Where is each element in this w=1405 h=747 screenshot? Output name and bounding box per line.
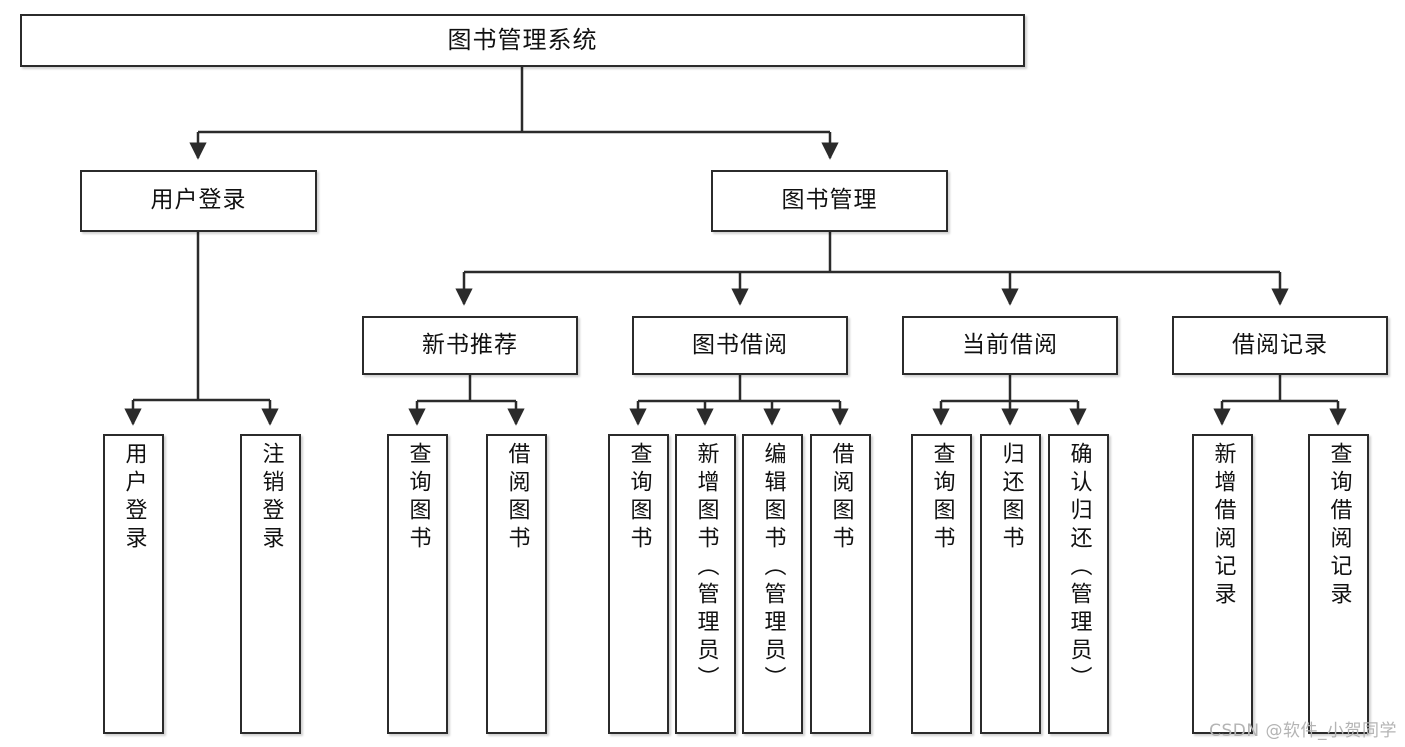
leaf-borrow-book-recommend[interactable]: 借阅图书 [486, 434, 547, 734]
leaf-query-book-recommend[interactable]: 查询图书 [387, 434, 448, 734]
leaf-confirm-return-admin[interactable]: 确认归还（管理员） [1048, 434, 1109, 734]
csdn-watermark: CSDN @软件_小贺同学 [1209, 721, 1397, 741]
node-label: 用户登录 [121, 442, 147, 554]
node-label: 归还图书 [998, 442, 1024, 554]
node-label: 当前借阅 [962, 331, 1058, 358]
node-label: 确认归还（管理员） [1066, 442, 1092, 694]
node-label: 新增借阅记录 [1210, 442, 1236, 610]
node-label: 注销登录 [258, 442, 284, 554]
leaf-query-book-current[interactable]: 查询图书 [911, 434, 972, 734]
node-new-book-recommend[interactable]: 新书推荐 [362, 316, 578, 375]
node-label: 用户登录 [150, 187, 247, 214]
leaf-logout-login[interactable]: 注销登录 [240, 434, 301, 734]
leaf-query-book-borrow[interactable]: 查询图书 [608, 434, 669, 734]
node-user-login[interactable]: 用户登录 [80, 170, 317, 232]
node-label: 图书管理系统 [447, 26, 598, 55]
node-label: 查询借阅记录 [1326, 442, 1352, 610]
node-label: 图书借阅 [692, 331, 788, 358]
leaf-borrow-book-borrow[interactable]: 借阅图书 [810, 434, 871, 734]
node-label: 查询图书 [405, 442, 431, 554]
node-borrow-record[interactable]: 借阅记录 [1172, 316, 1388, 375]
leaf-add-book-admin[interactable]: 新增图书（管理员） [675, 434, 736, 734]
node-book-manage[interactable]: 图书管理 [711, 170, 948, 232]
node-label: 借阅图书 [504, 442, 530, 554]
node-label: 借阅记录 [1232, 331, 1328, 358]
node-root-system[interactable]: 图书管理系统 [20, 14, 1025, 67]
node-label: 借阅图书 [828, 442, 854, 554]
leaf-edit-book-admin[interactable]: 编辑图书（管理员） [742, 434, 803, 734]
leaf-add-borrow-record[interactable]: 新增借阅记录 [1192, 434, 1253, 734]
node-label: 编辑图书（管理员） [760, 442, 786, 694]
node-current-borrow[interactable]: 当前借阅 [902, 316, 1118, 375]
leaf-user-login[interactable]: 用户登录 [103, 434, 164, 734]
leaf-query-borrow-record[interactable]: 查询借阅记录 [1308, 434, 1369, 734]
node-book-borrow[interactable]: 图书借阅 [632, 316, 848, 375]
node-label: 查询图书 [929, 442, 955, 554]
node-label: 图书管理 [781, 187, 878, 214]
node-label: 新书推荐 [422, 331, 518, 358]
node-label: 查询图书 [626, 442, 652, 554]
node-label: 新增图书（管理员） [693, 442, 719, 694]
leaf-return-book[interactable]: 归还图书 [980, 434, 1041, 734]
